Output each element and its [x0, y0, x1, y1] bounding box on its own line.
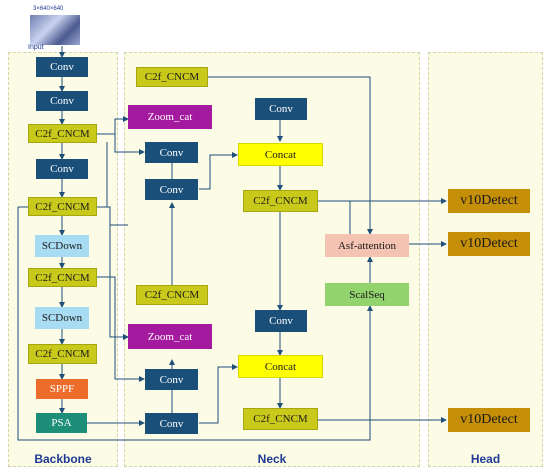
backbone-c2f-cncm-2: C2f_CNCM — [28, 197, 97, 216]
backbone-c2f-cncm-4: C2f_CNCM — [28, 344, 97, 364]
neck-concat-top: Concat — [238, 143, 323, 166]
neck-conv-right-mid: Conv — [255, 310, 307, 332]
neck-conv-d: Conv — [145, 413, 198, 434]
neck-scalseq: ScalSeq — [325, 283, 409, 306]
backbone-conv-2: Conv — [36, 91, 88, 111]
backbone-section-label: Backbone — [34, 452, 92, 466]
backbone-conv-3: Conv — [36, 159, 88, 179]
neck-c2f-cncm-right-bottom: C2f_CNCM — [243, 408, 318, 430]
head-v10detect-3: v10Detect — [448, 408, 530, 432]
neck-conv-right-top: Conv — [255, 98, 307, 120]
backbone-conv-1: Conv — [36, 57, 88, 77]
neck-zoom-cat-bottom: Zoom_cat — [128, 324, 212, 349]
neck-c2f-cncm-right-top: C2f_CNCM — [243, 190, 318, 212]
neck-c2f-cncm-top: C2f_CNCM — [136, 67, 208, 87]
neck-asf-attention: Asf-attention — [325, 234, 409, 257]
head-section-label: Head — [470, 452, 501, 466]
backbone-scdown-1: SCDown — [35, 235, 89, 257]
head-panel — [428, 52, 543, 467]
backbone-psa: PSA — [36, 413, 87, 433]
neck-conv-b: Conv — [145, 179, 198, 200]
input-image — [30, 15, 80, 45]
neck-section-label: Neck — [257, 452, 287, 466]
neck-concat-bottom: Concat — [238, 355, 323, 378]
input-label: Input — [28, 44, 44, 51]
head-v10detect-1: v10Detect — [448, 189, 530, 213]
backbone-scdown-2: SCDown — [35, 307, 89, 329]
head-v10detect-2: v10Detect — [448, 232, 530, 256]
backbone-sppf: SPPF — [36, 379, 88, 399]
input-size-label: 3×640×640 — [33, 6, 64, 12]
neck-c2f-cncm-mid: C2f_CNCM — [136, 285, 208, 305]
backbone-c2f-cncm-3: C2f_CNCM — [28, 268, 97, 287]
neck-zoom-cat-top: Zoom_cat — [128, 105, 212, 129]
neck-conv-c: Conv — [145, 369, 198, 390]
neck-conv-a: Conv — [145, 142, 198, 163]
backbone-c2f-cncm-1: C2f_CNCM — [28, 124, 97, 143]
